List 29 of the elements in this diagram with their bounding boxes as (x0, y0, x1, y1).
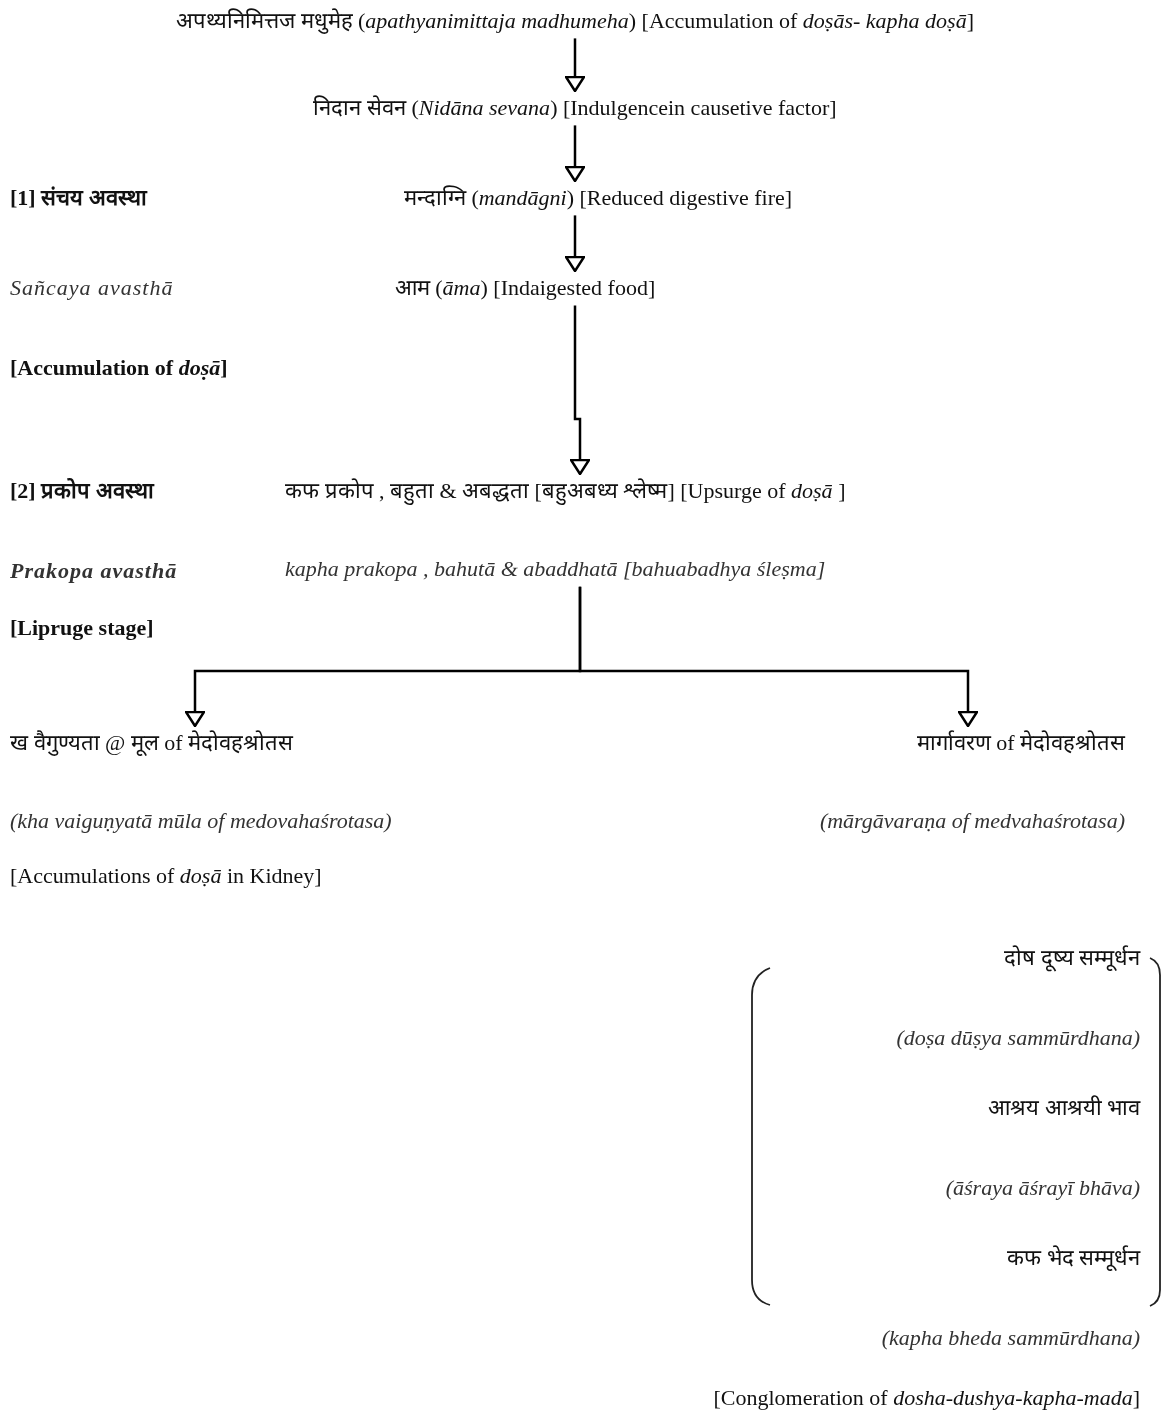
arrow (564, 125, 586, 183)
flow-step-text: मार्गावरण of मेदोवहश्रोतस (915, 730, 1125, 757)
note-text: आश्रय आश्रयी भाव (988, 1095, 1140, 1122)
stage-label: [Accumulation of doṣā] (10, 355, 228, 382)
flow-step-text: मन्दाग्नि (mandāgni) [Reduced digestive fire] (403, 185, 793, 212)
transliteration-text: (kha vaiguṇyatā mūla of medovahaśrotasa) (10, 808, 392, 835)
note-text: (kapha bheda sammūrdhana) (881, 1325, 1140, 1352)
stage-label: [2] प्रकोप अवस्था (10, 478, 154, 505)
transliteration-text: (mārgāvaraṇa of medvahaśrotasa) (819, 808, 1125, 835)
flow-step-text: निदान सेवन (Nidāna sevana) [Indulgencein causetive factor] (313, 95, 837, 122)
arrow (564, 215, 586, 273)
flow-step-text: ख वैगुण्यता @ मूल of मेदोवहश्रोतस (10, 730, 295, 757)
flow-step-text: आम (āma) [Indaigested food] (394, 275, 656, 302)
arrow (569, 305, 591, 476)
flow-step-text: अपथ्यनिमित्तज मधुमेह (apathyanimittaja madhumeha) [Accumulation of doṣās- kapha doṣā] (176, 8, 974, 35)
note-text: (āśraya āśrayī bhāva) (945, 1175, 1140, 1202)
note-text: दोष दूष्य सम्मूर्धन (1004, 945, 1140, 972)
note-text: [Conglomeration of dosha-dushya-kapha-mada] (713, 1385, 1140, 1412)
note-text: [Accumulations of doṣā in Kidney] (10, 862, 323, 890)
flow-step-text: कफ प्रकोप , बहुता & अबद्धता [बहुअबध्य श्लेष्म] [Upsurge of doṣā ] (285, 478, 846, 505)
stage-label: Sañcaya avasthā (10, 275, 174, 302)
stage-label: Prakopa avasthā (10, 558, 178, 585)
note-text: (doṣa dūṣya sammūrdhana) (896, 1025, 1140, 1052)
stage-label: [Lipruge stage] (10, 615, 154, 642)
arrow (564, 38, 586, 93)
note-text: कफ भेद सम्मूर्धन (1007, 1245, 1140, 1272)
stage-label: [1] संचय अवस्था (10, 185, 147, 212)
arrow (578, 586, 979, 728)
transliteration-text: kapha prakopa , bahutā & abaddhatā [bahuabadhya śleṣma] (285, 556, 827, 583)
